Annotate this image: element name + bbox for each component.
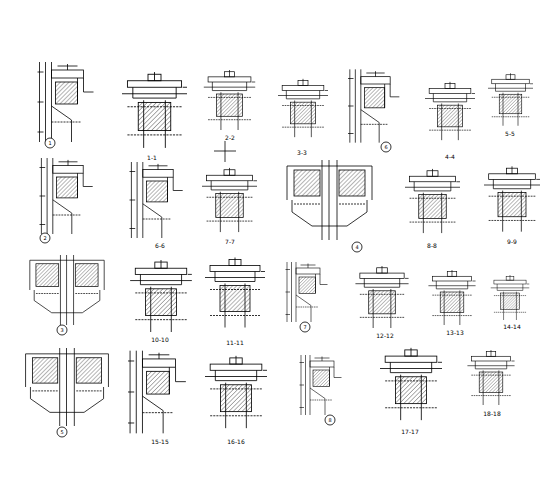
section-mark: 16-16 [226, 439, 245, 445]
section-mark: 13-13 [445, 330, 464, 336]
section-mark: 4-4 [444, 154, 456, 160]
section-mark: 10-10 [150, 337, 169, 343]
detail-number: 6 [383, 145, 388, 150]
detail-number: 8 [327, 418, 332, 423]
section-mark: 15-15 [150, 439, 169, 445]
detail-number: 4 [354, 245, 359, 250]
section-mark: 14-14 [502, 324, 521, 330]
section-mark: 12-12 [375, 333, 394, 339]
section-mark: 5-5 [504, 131, 516, 137]
section-mark: 8-8 [426, 243, 438, 249]
detail-number: 5 [59, 430, 64, 435]
section-mark: 7-7 [224, 239, 236, 245]
section-mark: 11-11 [225, 340, 244, 346]
detail-number: 1 [47, 141, 52, 146]
section-mark: 9-9 [506, 239, 518, 245]
section-mark: 18-18 [482, 411, 501, 417]
detail-number: 7 [302, 325, 307, 330]
detail-views [26, 62, 540, 437]
detail-number: 3 [59, 328, 64, 333]
section-mark: 2-2 [224, 135, 236, 141]
section-mark: 6-6 [154, 243, 166, 249]
detail-number: 2 [42, 236, 47, 241]
section-mark: 17-17 [400, 429, 419, 435]
section-mark: 3-3 [296, 150, 308, 156]
section-mark: 1-1 [146, 155, 158, 161]
